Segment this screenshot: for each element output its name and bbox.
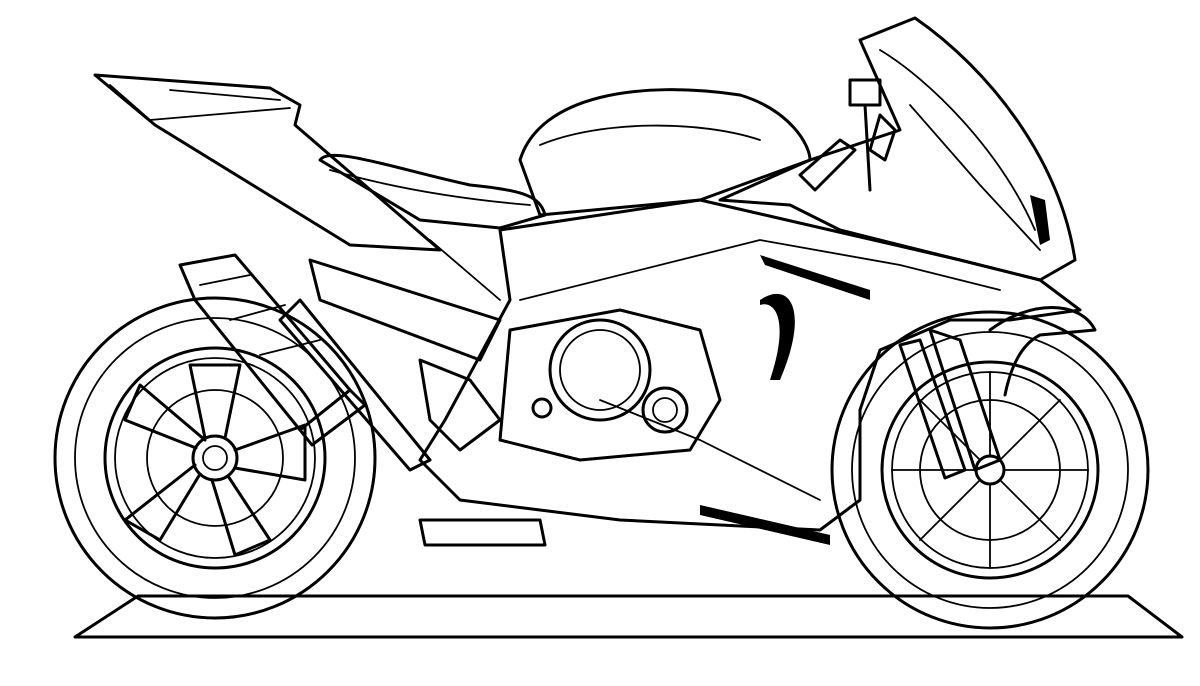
engine — [498, 308, 722, 462]
seat — [318, 153, 547, 230]
rear-wheel — [53, 296, 377, 620]
frame-and-swingarm — [278, 239, 502, 472]
ground-platform — [73, 594, 1184, 639]
front-fairing-and-windscreen — [718, 16, 1077, 282]
tail-section — [93, 73, 442, 252]
belly-pan — [418, 518, 547, 547]
rear-wheel-spokes — [123, 363, 307, 557]
front-fork-and-fender — [898, 306, 1097, 480]
front-wheel — [830, 310, 1150, 630]
fuel-tank — [518, 88, 812, 217]
front-wheel-spokes — [891, 371, 1089, 569]
exhaust-muffler — [178, 253, 367, 447]
